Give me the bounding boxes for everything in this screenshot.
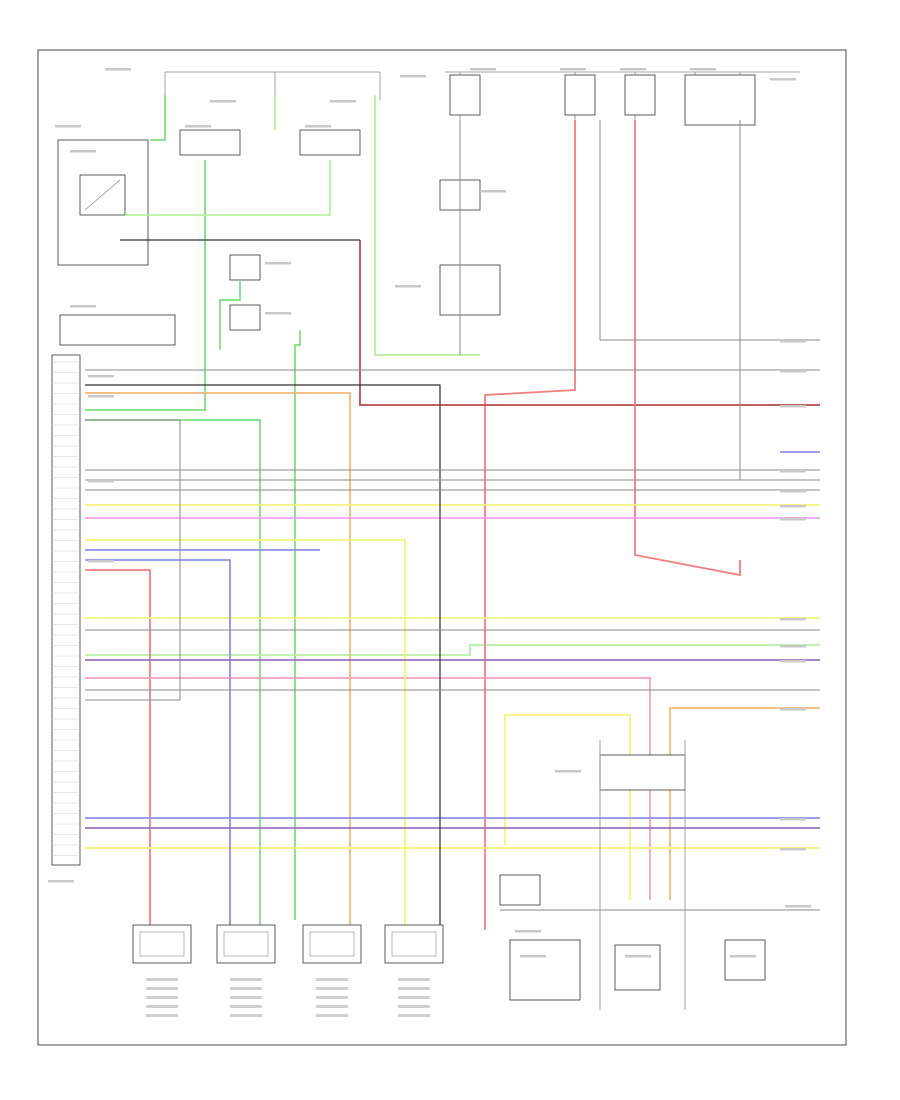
label-stub	[780, 708, 806, 711]
label-stub	[210, 100, 236, 103]
label-stub	[105, 68, 131, 71]
sensor-4	[384, 924, 444, 1017]
label-stub	[780, 848, 806, 851]
label-stubs	[48, 68, 811, 958]
label-stub	[780, 645, 806, 648]
label-stub	[555, 770, 581, 773]
wire-orange-2	[669, 707, 820, 900]
label-stub	[265, 312, 291, 315]
label-stub	[770, 78, 796, 81]
wire-black-1	[85, 384, 441, 930]
label-stub	[88, 560, 114, 563]
label-stub	[780, 405, 806, 408]
label-stub	[520, 955, 546, 958]
sensor-2	[216, 924, 276, 1017]
label-stub	[185, 125, 211, 128]
label-stub	[305, 125, 331, 128]
lower-right-components	[499, 740, 766, 1010]
label-stub	[48, 880, 74, 883]
wire-green-5	[125, 160, 331, 216]
label-stub	[88, 395, 114, 398]
wire-pink-1	[85, 677, 651, 900]
label-stub	[780, 660, 806, 663]
label-stub	[620, 68, 646, 71]
wire-green-6	[219, 280, 241, 350]
diagram-frame	[37, 49, 847, 1046]
wire-yellow-2	[85, 539, 406, 925]
wire-red-1	[484, 120, 576, 930]
wire-green-4	[85, 160, 206, 411]
wire-green-3	[374, 95, 480, 356]
label-stub	[780, 618, 806, 621]
label-stub	[265, 262, 291, 265]
wire-orange-1	[85, 392, 351, 925]
label-stub	[780, 505, 806, 508]
wire-yellow-5	[504, 714, 631, 900]
wire-red-2	[85, 569, 151, 925]
wire-green-1	[150, 95, 166, 141]
wire-green-9	[85, 644, 820, 656]
label-stub	[780, 818, 806, 821]
label-stub	[330, 100, 356, 103]
upper-left-switch-block	[57, 129, 501, 331]
wire-gray-2	[599, 120, 820, 341]
label-stub	[395, 285, 421, 288]
label-stub	[70, 150, 96, 153]
label-stub	[780, 518, 806, 521]
left-control-module	[51, 314, 176, 866]
label-stub	[480, 190, 506, 193]
label-stub	[400, 75, 426, 78]
wire-green-7	[294, 330, 301, 920]
label-stub	[780, 470, 806, 473]
label-stub	[88, 480, 114, 483]
label-stub	[470, 68, 496, 71]
label-stub	[88, 375, 114, 378]
sensor-1	[132, 924, 192, 1017]
wire-harness	[85, 95, 820, 930]
label-stub	[560, 68, 586, 71]
sensor-3	[302, 924, 362, 1017]
label-stub	[780, 490, 806, 493]
top-power-bus	[164, 71, 800, 126]
wire-blue-2	[85, 559, 231, 925]
wire-red-3	[634, 120, 741, 577]
label-stub	[515, 930, 541, 933]
label-stub	[625, 955, 651, 958]
label-stub	[690, 68, 716, 71]
sensor-row	[132, 924, 444, 1017]
wire-darkred-1	[359, 240, 820, 406]
wire-green-8	[85, 419, 261, 925]
label-stub	[785, 905, 811, 908]
label-stub	[55, 125, 81, 128]
label-stub	[780, 370, 806, 373]
wire-gray-9	[85, 419, 181, 701]
label-stub	[730, 955, 756, 958]
label-stub	[70, 305, 96, 308]
label-stub	[780, 340, 806, 343]
